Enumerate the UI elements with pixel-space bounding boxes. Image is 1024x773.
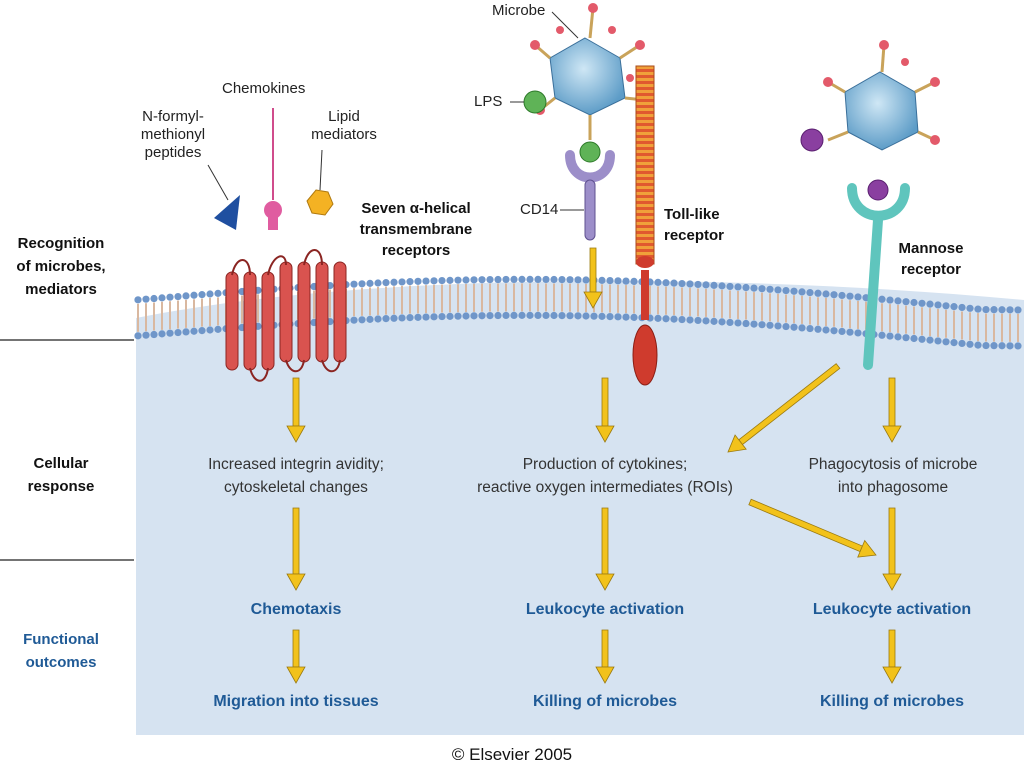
sidebar-functional-line1: Functional — [23, 631, 99, 648]
lipid-ligand — [306, 149, 334, 216]
sidebar-cellular-line1: Cellular — [33, 455, 89, 472]
outcome-col2-b: Killing of microbes — [532, 693, 677, 710]
cell-membrane — [134, 275, 1022, 350]
label-seven-line3: receptors — [381, 242, 451, 259]
label-peptides-line2: methionyl — [140, 126, 206, 143]
arrow-cd14-down — [583, 247, 603, 309]
arrow-mannose-to-col2 — [727, 363, 841, 453]
label-peptides: N-formyl- methionyl peptides — [128, 108, 218, 162]
chemokine-ligand — [264, 108, 282, 230]
label-lipid: Lipid mediators — [300, 108, 388, 144]
response-col1: Increased integrin avidity; cytoskeletal… — [186, 453, 406, 499]
outcome-col2-a: Leukocyte activation — [525, 601, 685, 618]
label-peptides-line1: N-formyl- — [142, 108, 204, 125]
toll-like-receptor — [632, 65, 658, 386]
label-lps: LPS — [474, 93, 503, 110]
label-lipid-line1: Lipid — [328, 108, 360, 125]
label-seven-line1: Seven α-helical — [361, 200, 471, 217]
sidebar-functional-line2: outcomes — [25, 654, 97, 671]
arrow-col1-membrane — [286, 377, 306, 443]
label-mannose-receptor: Mannose receptor — [886, 238, 976, 280]
response-col3-line1: Phagocytosis of microbe — [808, 456, 978, 473]
arrow-col2-outcome — [595, 629, 615, 684]
label-tlr-line2: receptor — [664, 227, 725, 244]
microbe-pointer — [551, 11, 579, 39]
arrow-col3-response — [882, 507, 902, 591]
label-tlr-line1: Toll-like — [664, 206, 720, 223]
arrow-col1-outcome — [286, 629, 306, 684]
label-peptides-line3: peptides — [144, 144, 202, 161]
response-col3-line2: into phagosome — [837, 479, 949, 496]
arrow-layer — [286, 247, 902, 684]
arrow-col3-outcome — [882, 629, 902, 684]
response-col1-line1: Increased integrin avidity; — [208, 456, 384, 473]
sidebar-cellular: Cellular response — [0, 452, 122, 498]
outcome-col3-b: Killing of microbes — [819, 693, 964, 710]
label-lipid-line2: mediators — [311, 126, 377, 143]
sidebar-recognition-line2: of microbes, — [16, 258, 106, 275]
sidebar-cellular-line2: response — [27, 478, 95, 495]
seven-helical-receptor — [225, 249, 347, 382]
microbe-1 — [523, 3, 650, 163]
arrow-col1-response — [286, 507, 306, 591]
copyright: © Elsevier 2005 — [451, 745, 573, 764]
cd14-receptor — [565, 150, 615, 241]
response-col2: Production of cytokines; reactive oxygen… — [455, 453, 755, 499]
arrow-col2-membrane — [595, 377, 615, 443]
peptide-ligand — [214, 195, 240, 230]
label-chemokines: Chemokines — [222, 80, 306, 97]
label-seven-line2: transmembrane — [359, 221, 473, 238]
sidebar-recognition: Recognition of microbes, mediators — [0, 232, 122, 301]
sidebar-functional: Functional outcomes — [0, 628, 122, 674]
response-col2-line2: reactive oxygen intermediates (ROIs) — [477, 479, 733, 496]
sidebar-recognition-line1: Recognition — [17, 235, 105, 252]
label-microbe: Microbe — [492, 2, 546, 19]
outcome-col3-a: Leukocyte activation — [812, 601, 972, 618]
microbe-2 — [800, 40, 940, 201]
mannose-receptor — [847, 183, 910, 370]
label-mannose-line2: receptor — [900, 261, 962, 278]
response-col1-line2: cytoskeletal changes — [224, 479, 368, 496]
label-mannose-line1: Mannose — [898, 240, 964, 257]
response-col2-line1: Production of cytokines; — [522, 456, 688, 473]
peptide-pointer — [207, 164, 229, 201]
arrow-col2-to-col3 — [748, 498, 877, 558]
arrow-col3-membrane — [882, 377, 902, 443]
arrow-col2-response — [595, 507, 615, 591]
outcome-col1-a: Chemotaxis — [250, 601, 342, 618]
label-cd14: CD14 — [520, 201, 559, 218]
response-col3: Phagocytosis of microbe into phagosome — [783, 453, 1003, 499]
label-toll-like-receptor: Toll-like receptor — [664, 204, 724, 246]
sidebar-recognition-line3: mediators — [25, 281, 97, 298]
outcome-col1-b: Migration into tissues — [213, 693, 379, 710]
label-seven-helical-receptors: Seven α-helical transmembrane receptors — [348, 198, 484, 261]
